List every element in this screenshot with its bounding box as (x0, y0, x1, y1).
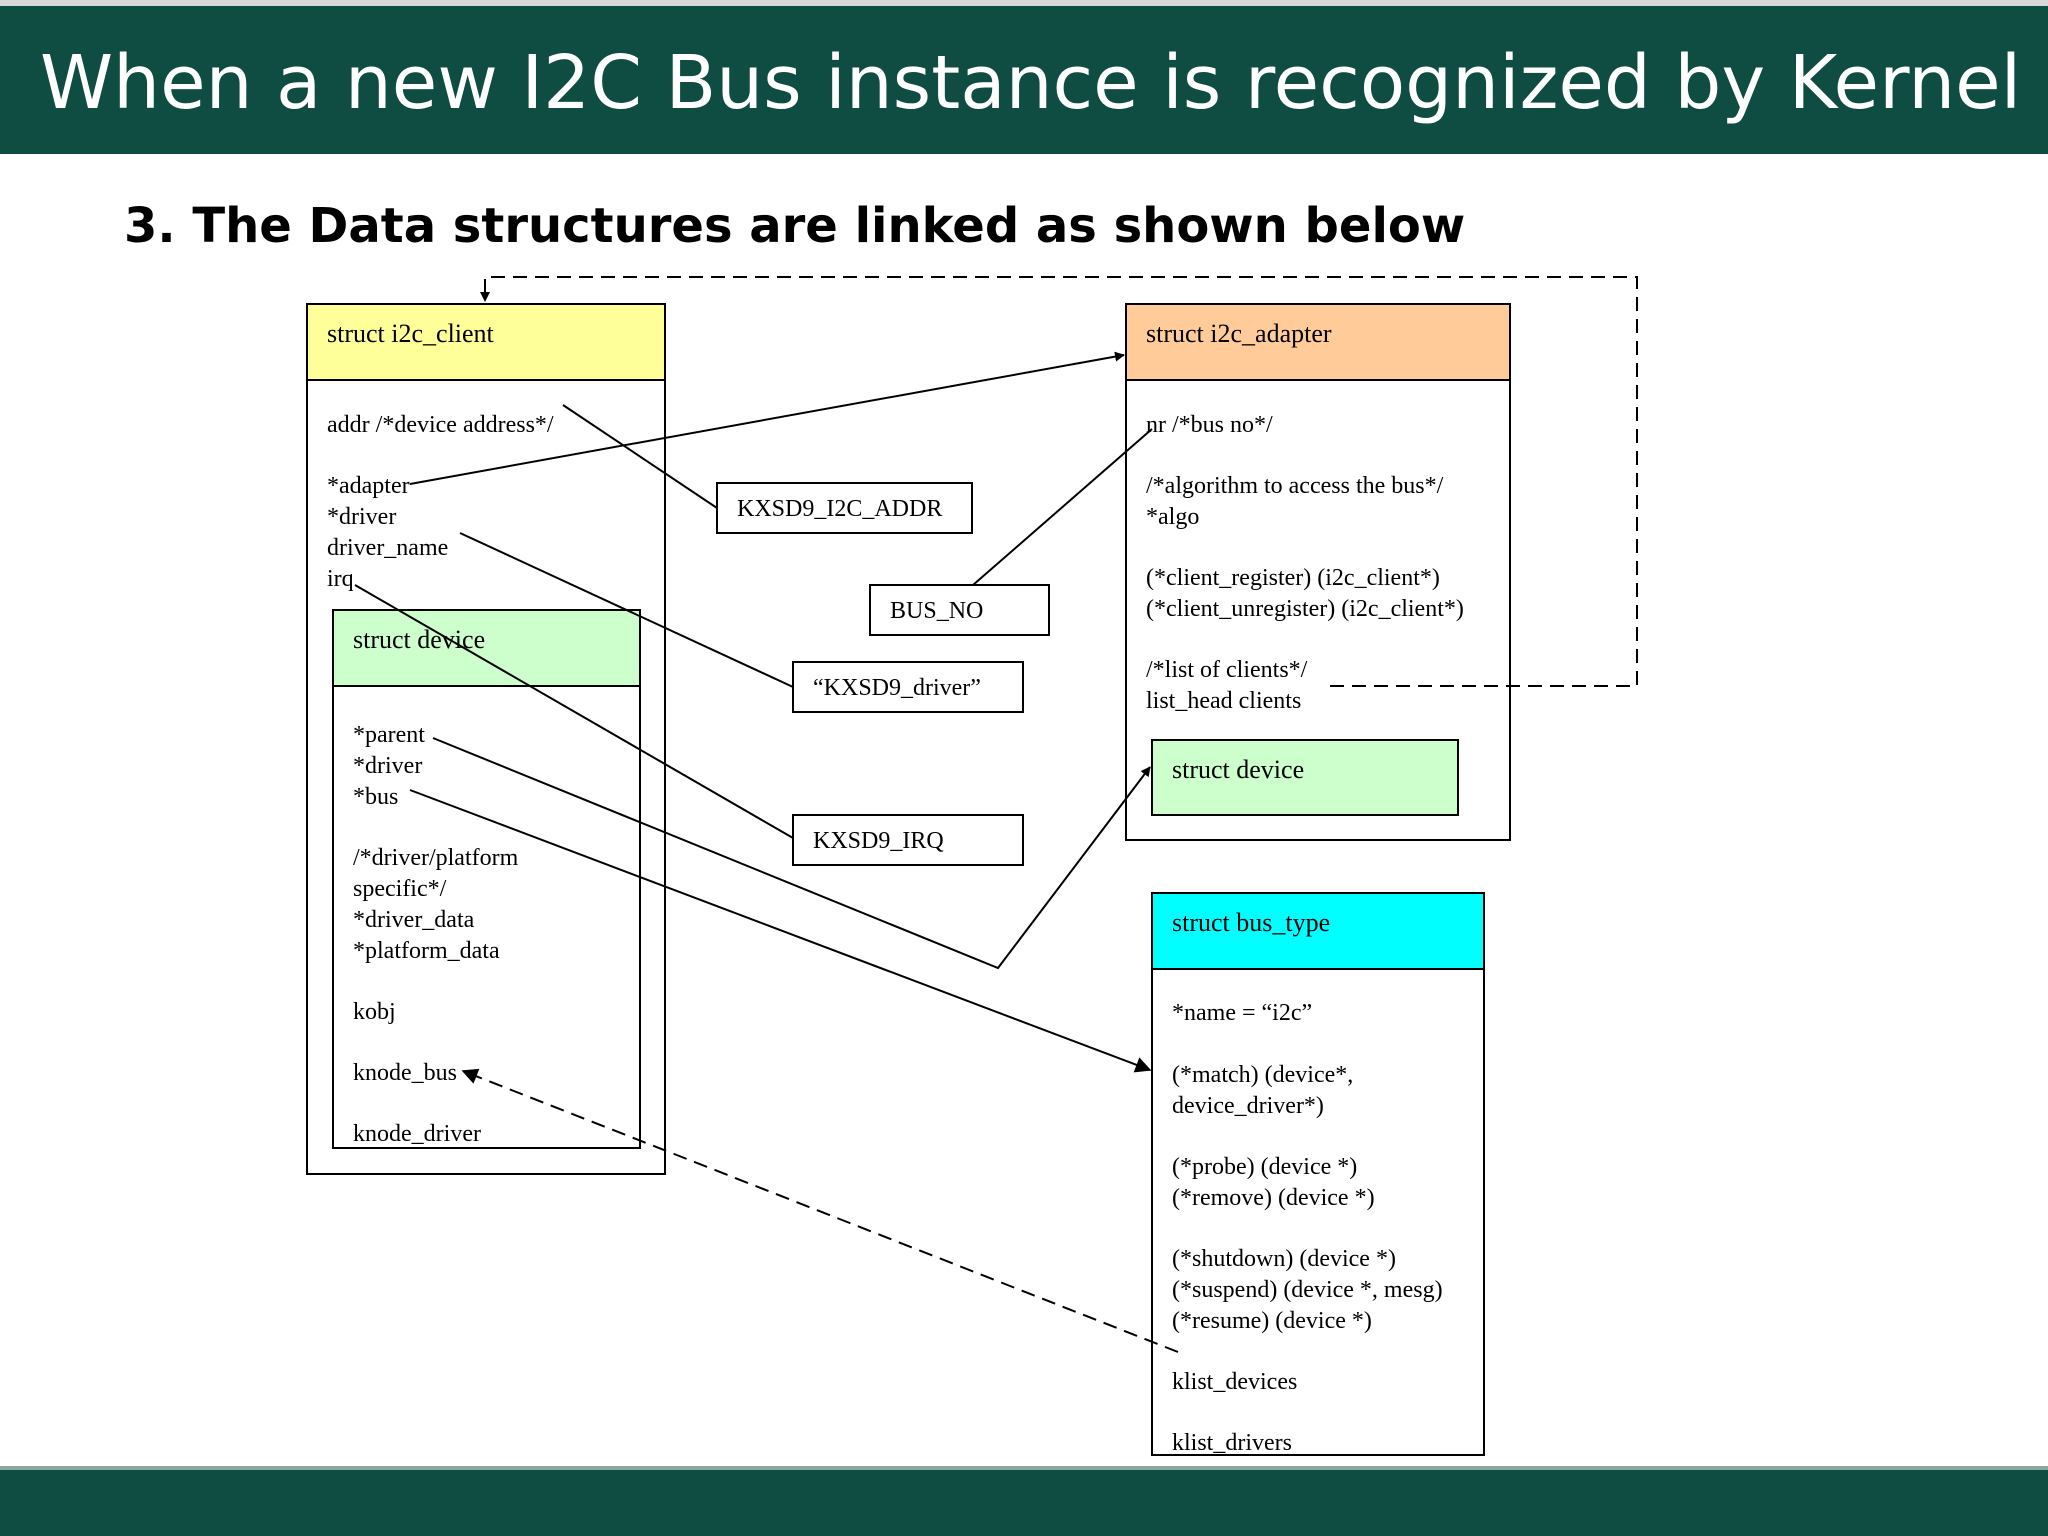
i2c-adapter-box: struct i2c_adapter nr /*bus no*/ /*algor… (1125, 303, 1511, 841)
bus-type-match-line-1: (*match) (device*, (1172, 1062, 1353, 1088)
client-driver-field: *driver (327, 504, 396, 530)
bus-type-shutdown-field: (*shutdown) (device *) (1172, 1246, 1396, 1272)
bus-no-value-box: BUS_NO (869, 584, 1050, 636)
adapter-clients-comment: /*list of clients*/ (1146, 657, 1308, 683)
i2c-client-title: struct i2c_client (327, 319, 495, 348)
bus-type-suspend-field: (*suspend) (device *, mesg) (1172, 1277, 1443, 1303)
i2c-adapter-title: struct i2c_adapter (1146, 319, 1332, 348)
bus-no-value-label: BUS_NO (890, 598, 983, 624)
client-device-header (332, 609, 641, 687)
device-parent-field: *parent (353, 722, 425, 748)
parent-pointer-arrow (432, 737, 1151, 970)
bus-no-link (972, 428, 1153, 586)
addr-value-link (562, 404, 718, 509)
device-knode-driver-field: knode_driver (353, 1121, 481, 1147)
driver-name-value-box: “KXSD9_driver” (792, 661, 1024, 713)
device-comment-line-2: specific*/ (353, 876, 447, 902)
adapter-client-unregister-field: (*client_unregister) (i2c_client*) (1146, 596, 1464, 622)
slide-title: When a new I2C Bus instance is recognize… (40, 40, 2022, 126)
client-adapter-field: *adapter (327, 473, 410, 499)
clients-list-link (480, 276, 1638, 687)
device-comment-line-1: /*driver/platform (353, 845, 519, 871)
irq-link (354, 584, 794, 839)
connectors (354, 351, 1153, 1073)
bus-type-match-line-2: device_driver*) (1172, 1093, 1324, 1119)
bus-pointer-arrow (409, 789, 1152, 1073)
i2c-adapter-header (1125, 303, 1511, 381)
bus-type-title: struct bus_type (1172, 908, 1330, 937)
bus-type-probe-field: (*probe) (device *) (1172, 1154, 1357, 1180)
title-bar: When a new I2C Bus instance is recognize… (0, 6, 2048, 154)
client-irq-field: irq (327, 566, 354, 592)
adapter-algo-comment: /*algorithm to access the bus*/ (1146, 473, 1444, 499)
irq-value-label: KXSD9_IRQ (813, 828, 944, 854)
adapter-pointer-arrow (409, 351, 1125, 485)
device-platform-data-field: *platform_data (353, 938, 500, 964)
klist-devices-link (461, 1068, 1179, 1353)
top-border (0, 0, 2048, 6)
driver-name-link (459, 532, 794, 688)
device-driver-data-field: *driver_data (353, 907, 475, 933)
device-driver-field: *driver (353, 753, 422, 779)
slide-subtitle: 3. The Data structures are linked as sho… (124, 198, 1466, 254)
adapter-clients-field: list_head clients (1146, 688, 1301, 714)
adapter-client-register-field: (*client_register) (i2c_client*) (1146, 565, 1440, 591)
footer-bar (0, 1466, 2048, 1536)
bus-type-name-field: *name = “i2c” (1172, 1000, 1312, 1026)
bus-type-resume-field: (*resume) (device *) (1172, 1308, 1372, 1334)
dashed-connectors (461, 276, 1638, 1353)
client-addr-field: addr /*device address*/ (327, 412, 554, 438)
device-kobj-field: kobj (353, 999, 396, 1025)
footer-rule (0, 1466, 2048, 1470)
adapter-nr-field: nr /*bus no*/ (1146, 412, 1273, 438)
adapter-device-box (1151, 739, 1459, 816)
bus-type-klist-drivers-field: klist_drivers (1172, 1430, 1292, 1456)
addr-value-box: KXSD9_I2C_ADDR (716, 482, 973, 534)
irq-value-box: KXSD9_IRQ (792, 814, 1024, 866)
addr-value-label: KXSD9_I2C_ADDR (737, 496, 942, 522)
bus-type-remove-field: (*remove) (device *) (1172, 1185, 1375, 1211)
adapter-algo-field: *algo (1146, 504, 1199, 530)
device-bus-field: *bus (353, 784, 398, 810)
client-device-title: struct device (353, 625, 485, 654)
adapter-device-title: struct device (1172, 755, 1304, 784)
bus-type-klist-devices-field: klist_devices (1172, 1369, 1297, 1395)
bus-type-header (1151, 892, 1485, 970)
client-driver-name-field: driver_name (327, 535, 448, 561)
bus-type-box: struct bus_type *name = “i2c” (*match) (… (1151, 892, 1485, 1456)
driver-name-value-label: “KXSD9_driver” (813, 675, 981, 701)
device-knode-bus-field: knode_bus (353, 1060, 457, 1086)
i2c-client-header (306, 303, 666, 381)
client-device-box: struct device *parent *driver *bus /*dri… (332, 609, 641, 1149)
